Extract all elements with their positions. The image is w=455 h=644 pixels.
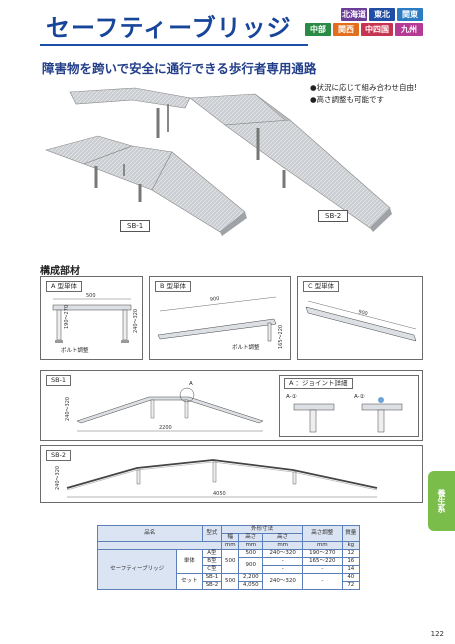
- product-photo: SB-1 SB-2: [40, 80, 423, 240]
- part-c-length: 900: [358, 309, 369, 317]
- sb2-length: 4050: [213, 491, 226, 497]
- part-a-height1: 190～270: [64, 305, 70, 329]
- joint-a2-label: A-②: [354, 393, 365, 400]
- table-header-weight: 質量: [341, 525, 361, 542]
- joint-detail: A ：ジョイント詳細 A-① A-②: [279, 375, 419, 437]
- table-header-adjust: 高さ調整: [302, 525, 343, 542]
- table-header-height2: 高さ: [262, 533, 303, 542]
- part-a-height2: 240～320: [133, 309, 139, 333]
- table-header-height: 高さ: [238, 533, 264, 542]
- region-badge-tohoku: 東北: [369, 8, 395, 21]
- title-underline: [40, 44, 308, 46]
- region-badge-kanto: 関東: [397, 8, 423, 21]
- region-badge-hokkaido: 北海道: [341, 8, 367, 21]
- bridge-illustration: [45, 87, 392, 236]
- table-row: セーフティーブリッジ 単体 A型 500 500 240～320 190～270…: [96, 549, 361, 590]
- joint-detail-tag: A ：ジョイント詳細: [284, 378, 353, 389]
- photo-tag-sb1: SB-1: [120, 220, 151, 232]
- part-c-tag: C 型単体: [303, 281, 340, 292]
- feature-item: ●高さ調整も可能です: [310, 95, 385, 104]
- part-b-tag: B 型単体: [155, 281, 192, 292]
- table-row: SB-2 4,050 72: [98, 581, 361, 590]
- table-group-set: セット: [176, 573, 203, 590]
- table-header-type: 型式: [201, 525, 223, 542]
- spec-table: 品名 型式 外形寸法 高さ調整 質量 幅 高さ 高さ mm mm mm mm k…: [96, 525, 361, 590]
- part-b-drawing: B 型単体 900 165～220 ボルト調整: [149, 276, 291, 360]
- table-unit: mm: [238, 541, 264, 550]
- sb1-drawing: SB-1 A 2200 240～320 A ：ジョイント詳細 A-① A-②: [40, 370, 423, 441]
- table-col-width: 500: [221, 549, 240, 574]
- table-header-name: 品名: [97, 525, 203, 542]
- table-unit: mm: [221, 541, 240, 550]
- sb1-length: 2200: [159, 425, 172, 431]
- part-a-drawing: A 型単体 500 190～270 240～320 ボルト調整: [40, 276, 143, 360]
- feature-item: ●状況に応じて組み合わせ自由!: [310, 83, 418, 92]
- table-unit: mm: [302, 541, 343, 550]
- part-a-width: 500: [86, 293, 96, 299]
- page-number: 122: [430, 630, 444, 638]
- table-unit: kg: [341, 541, 361, 550]
- region-badge-kyushu: 九州: [395, 23, 423, 36]
- sb2-height: 240～320: [55, 466, 61, 490]
- part-a-bolt-label: ボルト調整: [61, 346, 89, 354]
- sb1-tag: SB-1: [46, 375, 72, 386]
- region-badge-kansai: 関西: [333, 23, 359, 36]
- sb1-joint-marker: A: [189, 381, 193, 387]
- section-title: 構成部材: [40, 266, 80, 277]
- headline: 障害物を跨いで安全に通行できる歩行者専用通路: [42, 61, 317, 76]
- page-title: セーフティーブリッジ: [46, 14, 292, 42]
- table-row: セット SB-1 500 2,200 240～320 - 40: [98, 573, 361, 590]
- table-group-single: 単体: [176, 549, 203, 574]
- part-b-height: 165～220: [278, 325, 284, 349]
- region-badge-chubu: 中部: [305, 23, 331, 36]
- part-b-length: 900: [210, 296, 220, 303]
- photo-tag-sb2: SB-2: [318, 210, 349, 222]
- part-a-tag: A 型単体: [46, 281, 83, 292]
- part-b-bolt-label: ボルト調整: [232, 343, 260, 351]
- part-c-drawing: C 型単体 900: [297, 276, 423, 360]
- joint-a1-label: A-①: [286, 394, 297, 400]
- table-product: セーフティーブリッジ: [96, 549, 178, 590]
- sb2-drawing: SB-2 4050 240～320: [40, 445, 423, 503]
- table-header-width: 幅: [221, 533, 240, 542]
- sb1-height: 240～320: [65, 397, 71, 421]
- region-badge-chushikoku: 中四国: [361, 23, 393, 36]
- table-header-outer: 外形寸法: [221, 525, 303, 534]
- category-tab[interactable]: 養生系: [428, 471, 455, 531]
- table-unit: mm: [262, 541, 303, 550]
- feature-list: ●状況に応じて組み合わせ自由! ●高さ調整も可能です: [310, 82, 417, 106]
- sb2-tag: SB-2: [46, 450, 72, 461]
